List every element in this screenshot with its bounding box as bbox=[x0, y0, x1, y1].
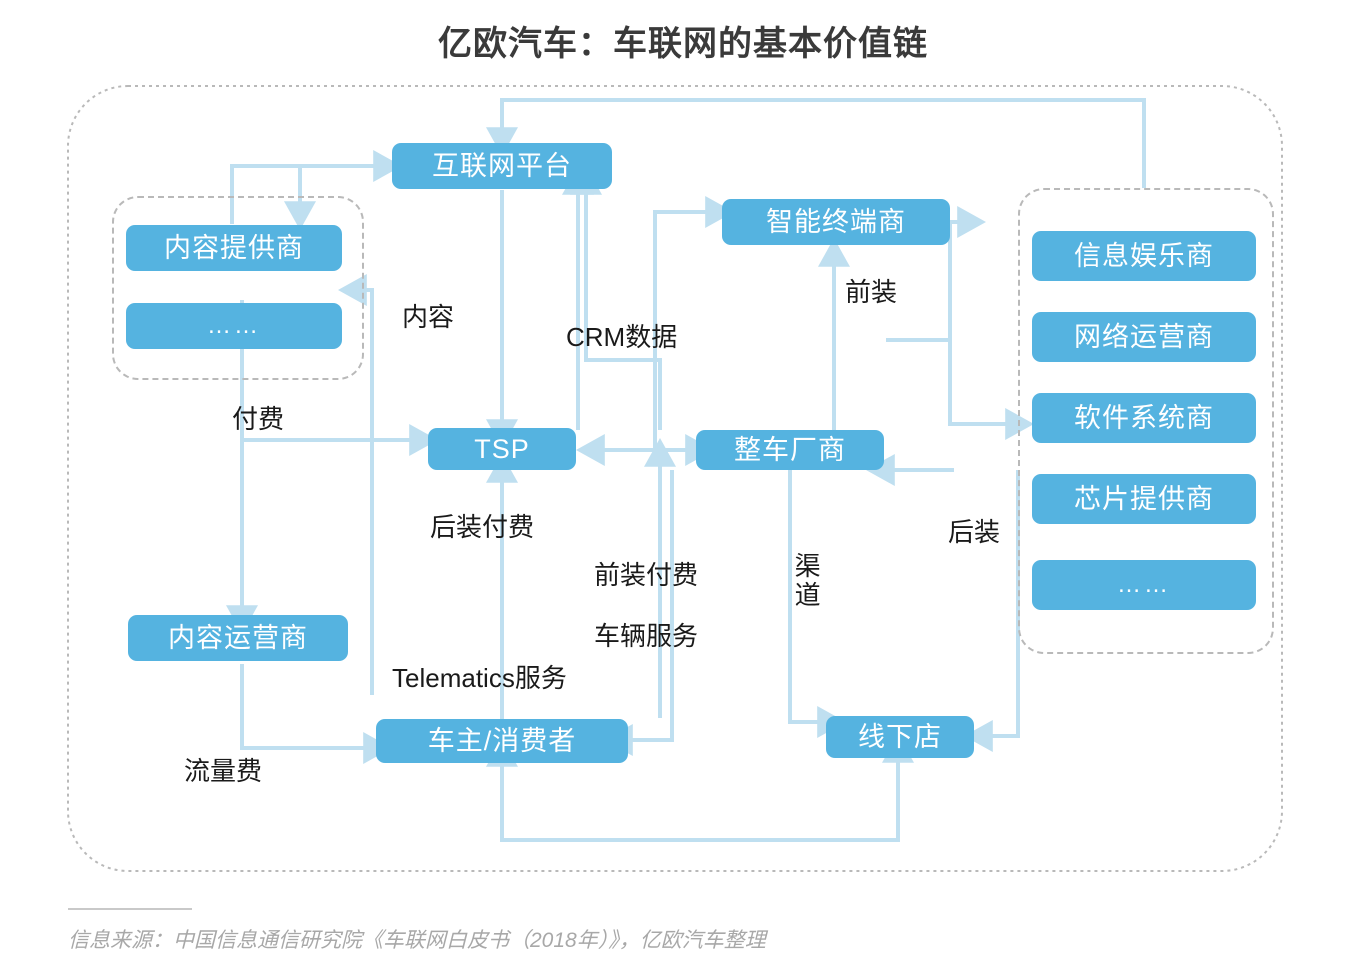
node-internet-platform[interactable]: 互联网平台 bbox=[392, 143, 612, 189]
edge-label-channel: 渠道 bbox=[794, 551, 821, 611]
connector-group bbox=[67, 85, 1283, 872]
edge-offlinestore-carowner-loop bbox=[500, 734, 914, 842]
edge-oem-to-suppliers bbox=[886, 338, 1034, 440]
node-oem[interactable]: 整车厂商 bbox=[696, 430, 884, 470]
edge-label-pay: 付费 bbox=[232, 404, 285, 434]
content-provider-group bbox=[112, 196, 364, 380]
footer-source: 信息来源：中国信息通信研究院《车联网白皮书（2018年）》，亿欧汽车整理 bbox=[68, 929, 766, 952]
node-tsp[interactable]: TSP bbox=[428, 428, 576, 470]
edge-label-telematics-service: Telematics服务 bbox=[392, 663, 567, 693]
edge-suppliers-to-offlinestore bbox=[964, 470, 1020, 752]
supplier-group bbox=[1018, 188, 1274, 654]
edge-label-vehicle-service: 车辆服务 bbox=[594, 621, 699, 651]
edge-contentoperator-to-carowner bbox=[240, 664, 392, 764]
edge-label-pre-install: 前装 bbox=[845, 277, 898, 307]
edge-content-label-line bbox=[338, 274, 374, 695]
node-offline-store[interactable]: 线下店 bbox=[826, 716, 974, 758]
node-smart-terminal[interactable]: 智能终端商 bbox=[722, 199, 950, 245]
edge-oem-to-platform-crm bbox=[570, 166, 662, 430]
edge-suppliers-to-smartterminal bbox=[948, 206, 1010, 426]
edge-carowner-offlinestore-loop bbox=[486, 738, 898, 842]
node-content-provider-more[interactable]: …… bbox=[126, 303, 342, 349]
node-content-operator[interactable]: 内容运营商 bbox=[128, 615, 348, 661]
edge-tsp-to-smartterminal bbox=[653, 196, 734, 448]
edge-label-pre-install-pay: 前装付费 bbox=[594, 560, 699, 590]
edge-contentprovider-to-platform bbox=[230, 150, 402, 224]
page-title: 亿欧汽车：车联网的基本价值链 bbox=[438, 25, 928, 63]
edge-label-content: 内容 bbox=[402, 302, 455, 332]
edge-oem-to-offlinestore bbox=[788, 470, 846, 738]
edge-label-crm-data: CRM数据 bbox=[566, 322, 678, 352]
edge-label-post-install: 后装 bbox=[948, 517, 1001, 547]
edge-suppliers-to-platform bbox=[486, 98, 1146, 188]
node-network-operator[interactable]: 网络运营商 bbox=[1032, 312, 1256, 362]
edge-label-post-install-pay: 后装付费 bbox=[430, 512, 535, 542]
node-software-system[interactable]: 软件系统商 bbox=[1032, 393, 1256, 443]
node-car-owner[interactable]: 车主/消费者 bbox=[376, 719, 628, 763]
node-chip-provider[interactable]: 芯片提供商 bbox=[1032, 474, 1256, 524]
edge-oem-to-carowner bbox=[604, 470, 674, 756]
edge-label-traffic-fee: 流量费 bbox=[184, 756, 263, 786]
node-supplier-more[interactable]: …… bbox=[1032, 560, 1256, 610]
node-infotainment[interactable]: 信息娱乐商 bbox=[1032, 231, 1256, 281]
footer-divider bbox=[68, 908, 192, 910]
outer-frame bbox=[67, 85, 1283, 872]
node-content-provider[interactable]: 内容提供商 bbox=[126, 225, 342, 271]
